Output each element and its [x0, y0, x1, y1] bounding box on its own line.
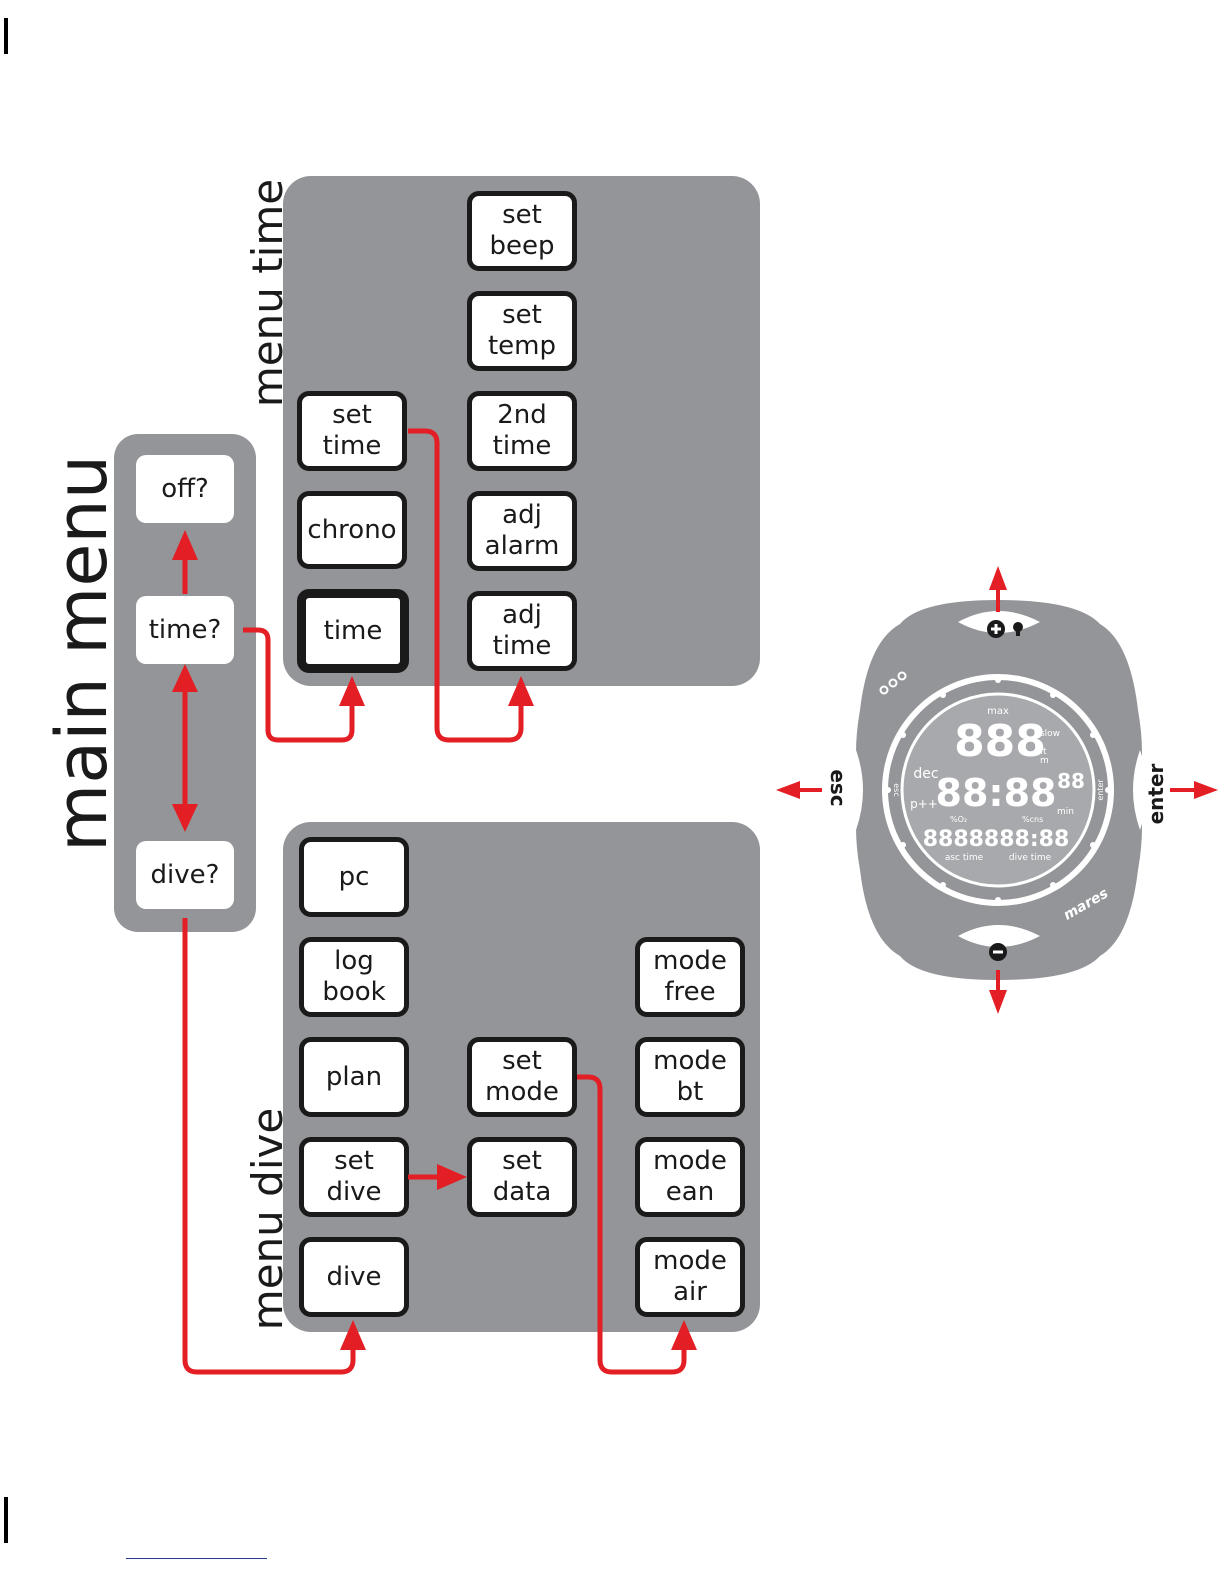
minus-icon [989, 943, 1007, 961]
display-max: max [987, 706, 1009, 717]
time-item[interactable]: time? [136, 596, 234, 664]
arrowhead-dive-box [340, 1320, 366, 1350]
plan-box[interactable]: plan [299, 1037, 409, 1117]
dial [900, 692, 1096, 888]
arrow-right-head [1194, 781, 1218, 799]
display-m: m [1040, 756, 1049, 766]
arrow-up-head [989, 566, 1007, 590]
arrowhead-time-box [339, 676, 365, 706]
arrowhead-mode-air [671, 1320, 697, 1350]
display-p-plus: p++ [910, 797, 938, 811]
display-digits-small: 88 [1057, 769, 1085, 793]
display-digits-mid: 88:88 [936, 771, 1057, 815]
arrow-time-to-time-box [243, 627, 355, 743]
time-box[interactable]: time [297, 589, 409, 673]
set-mode-box[interactable]: set mode [467, 1037, 577, 1117]
arrowhead-adj-time [508, 676, 534, 706]
three-dots [879, 671, 907, 695]
display-digits-bottom: 8888888:88 [923, 827, 1070, 852]
display-asc-time: asc time [945, 853, 984, 863]
chrono-box[interactable]: chrono [297, 491, 407, 569]
bezel-dots [885, 677, 1111, 903]
display-o2: %O₂ [950, 815, 967, 824]
log-book-box[interactable]: log book [299, 937, 409, 1017]
bezel-enter: enter [1096, 779, 1105, 801]
crop-mark-top [4, 18, 8, 54]
adj-time-box[interactable]: adj time [467, 591, 577, 671]
dive-computer-watch: max slow 888 dec 88:88 88 p++ ft m min %… [776, 566, 1218, 1014]
arrow-set-time-to-adj-time [408, 428, 524, 743]
mode-free-box[interactable]: mode free [635, 937, 745, 1017]
set-temp-box[interactable]: set temp [467, 291, 577, 371]
arrow-dive-to-dive-box [182, 918, 356, 1375]
mode-air-box[interactable]: mode air [635, 1237, 745, 1317]
2nd-time-box[interactable]: 2nd time [467, 391, 577, 471]
arrowhead-time-up [172, 664, 198, 692]
pc-box[interactable]: pc [299, 837, 409, 917]
enter-label: enter [1144, 763, 1168, 825]
set-beep-box[interactable]: set beep [467, 191, 577, 271]
set-data-box[interactable]: set data [467, 1137, 577, 1217]
dive-box[interactable]: dive [299, 1237, 409, 1317]
bulb-icon [1013, 622, 1023, 636]
display-slow: slow [1040, 729, 1060, 739]
display-dec: dec [913, 766, 938, 782]
mode-ean-box[interactable]: mode ean [635, 1137, 745, 1217]
esc-button [849, 750, 863, 830]
footer-rule [126, 1558, 267, 1559]
dive-item[interactable]: dive? [136, 841, 234, 909]
minus-button [958, 925, 1040, 947]
display-cns: %cns [1022, 815, 1043, 824]
display-dive-time: dive time [1009, 853, 1052, 863]
off-item[interactable]: off? [136, 455, 234, 523]
arrowhead-dive-down [172, 804, 198, 832]
display-digits-top: 888 [954, 716, 1046, 767]
display-min: min [1057, 807, 1074, 817]
bezel-esc: esc [892, 783, 901, 797]
esc-label: esc [826, 769, 850, 807]
mode-bt-box[interactable]: mode bt [635, 1037, 745, 1117]
arrow-left-head [776, 781, 800, 799]
enter-button [1133, 750, 1147, 830]
arrowhead-set-data [437, 1164, 467, 1190]
adj-alarm-box[interactable]: adj alarm [467, 491, 577, 571]
arrow-down-head [989, 990, 1007, 1014]
arrowhead-off [172, 530, 198, 560]
set-time-box[interactable]: set time [297, 391, 407, 471]
crop-mark-bottom [4, 1497, 8, 1543]
arrow-set-mode-to-modes [577, 1074, 687, 1375]
plus-icon [987, 620, 1005, 638]
set-dive-box[interactable]: set dive [299, 1137, 409, 1217]
display-ft: ft [1040, 747, 1047, 757]
